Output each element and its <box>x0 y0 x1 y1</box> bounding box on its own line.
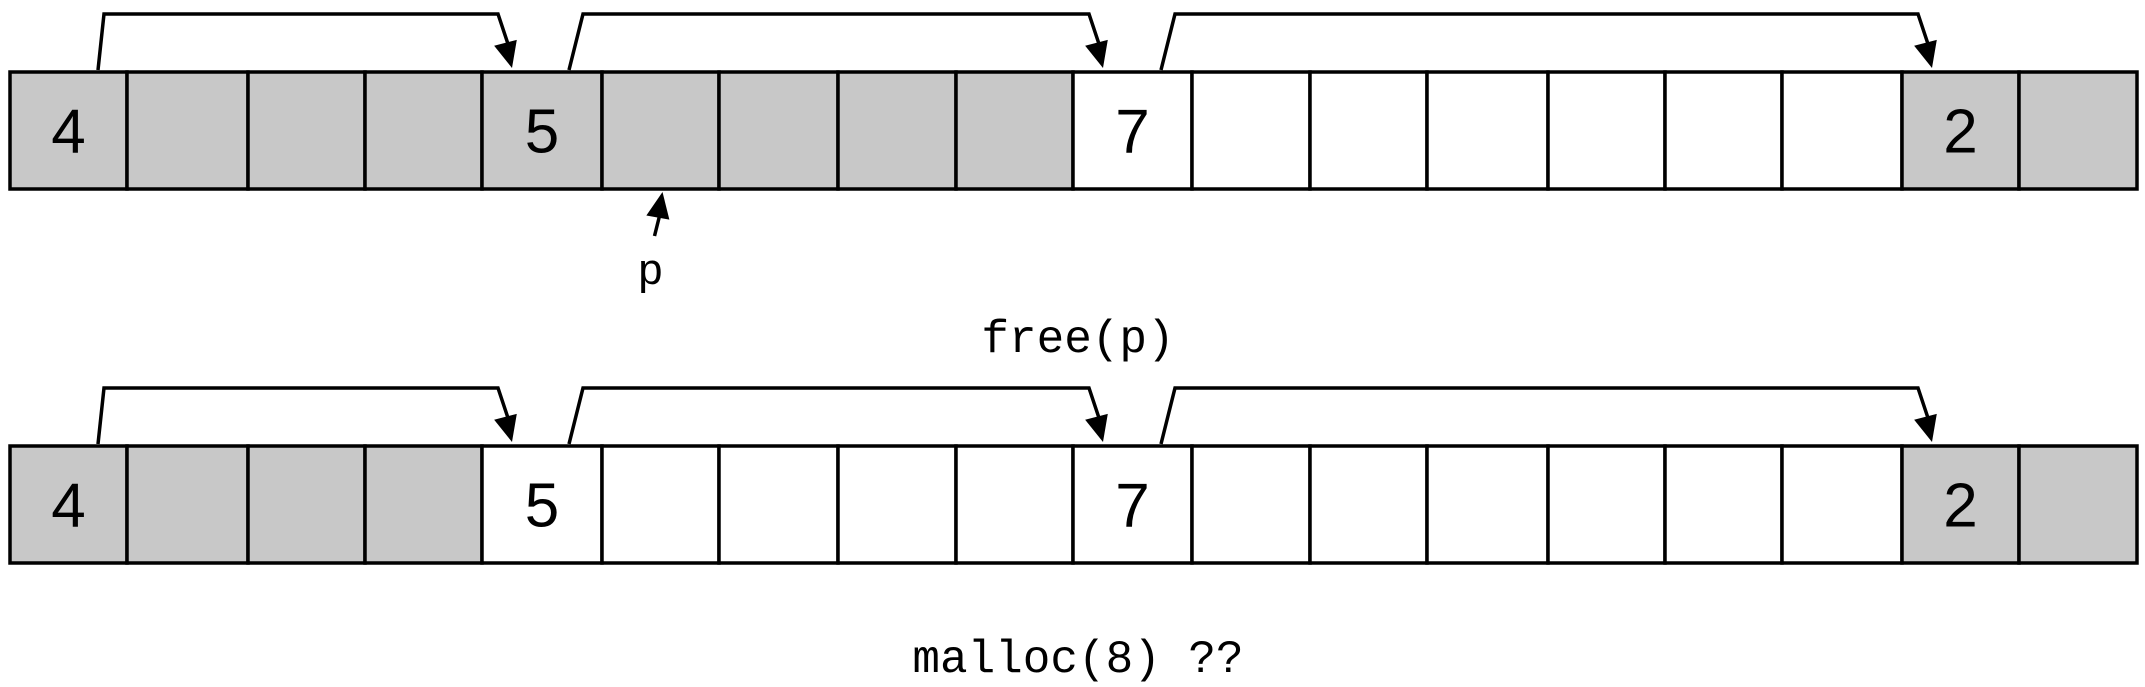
heap-word-cell <box>1190 70 1312 191</box>
free-list-link-arrowhead <box>494 39 517 68</box>
heap-row-before-free: 4 5 7 2 <box>8 12 2139 191</box>
free-list-link-arrowhead <box>1085 413 1108 442</box>
free-list-link-arrowhead <box>494 413 517 442</box>
pointer-p-arrowhead <box>646 192 670 220</box>
heap-word-cell <box>954 444 1075 565</box>
free-list-link-arrowhead <box>1914 413 1937 442</box>
block-size-header: 7 <box>1115 472 1149 541</box>
heap-word-cell <box>1308 70 1429 191</box>
pointer-p-label: p <box>637 248 663 298</box>
free-list-link <box>96 386 510 445</box>
free-list-link <box>567 386 1101 445</box>
heap-word-cell <box>1546 444 1667 565</box>
heap-word-cell <box>717 70 840 191</box>
heap-word-cell <box>125 444 250 565</box>
heap-word-cell <box>1780 444 1904 565</box>
heap-word-cell <box>480 70 604 191</box>
block-size-header: 5 <box>525 472 559 541</box>
heap-word-cell <box>1780 70 1904 191</box>
heap-word-cell <box>2017 444 2139 565</box>
free-list-link <box>1159 386 1930 445</box>
heap-word-cell <box>125 70 250 191</box>
heap-word-cell <box>1425 444 1550 565</box>
free-list-link-arrowhead <box>1085 39 1108 68</box>
caption-free-p: free(p) <box>981 314 1174 366</box>
heap-word-cell <box>600 70 721 191</box>
block-size-header: 4 <box>51 98 85 167</box>
caption-malloc-8: malloc(8) ?? <box>912 634 1243 686</box>
free-list-link <box>567 12 1101 71</box>
free-list-link <box>1159 12 1930 71</box>
free-list-link <box>96 12 510 71</box>
heap-word-cell <box>954 70 1075 191</box>
heap-word-cell <box>1190 444 1312 565</box>
heap-word-cell <box>363 70 484 191</box>
heap-row-after-free: 4 5 7 2 <box>8 386 2139 565</box>
block-size-header: 4 <box>51 472 85 541</box>
heap-word-cell <box>1425 70 1550 191</box>
heap-word-cell <box>717 444 840 565</box>
heap-word-cell <box>363 444 484 565</box>
block-size-header: 2 <box>1943 98 1977 167</box>
pointer-p: p <box>637 192 670 298</box>
block-size-header: 2 <box>1943 472 1977 541</box>
heap-word-cell <box>2017 70 2139 191</box>
heap-word-cell <box>836 70 958 191</box>
heap-word-cell <box>1071 70 1194 191</box>
heap-word-cell <box>1308 444 1429 565</box>
heap-word-cell <box>836 444 958 565</box>
heap-word-cell <box>246 70 367 191</box>
block-size-header: 7 <box>1115 98 1149 167</box>
heap-word-cell <box>600 444 721 565</box>
heap-word-cell <box>1663 444 1784 565</box>
heap-word-cell <box>246 444 367 565</box>
block-size-header: 5 <box>525 98 559 167</box>
heap-word-cell <box>1546 70 1667 191</box>
heap-word-cell <box>1663 70 1784 191</box>
free-list-link-arrowhead <box>1914 39 1937 68</box>
heap-word-cell <box>8 70 129 191</box>
